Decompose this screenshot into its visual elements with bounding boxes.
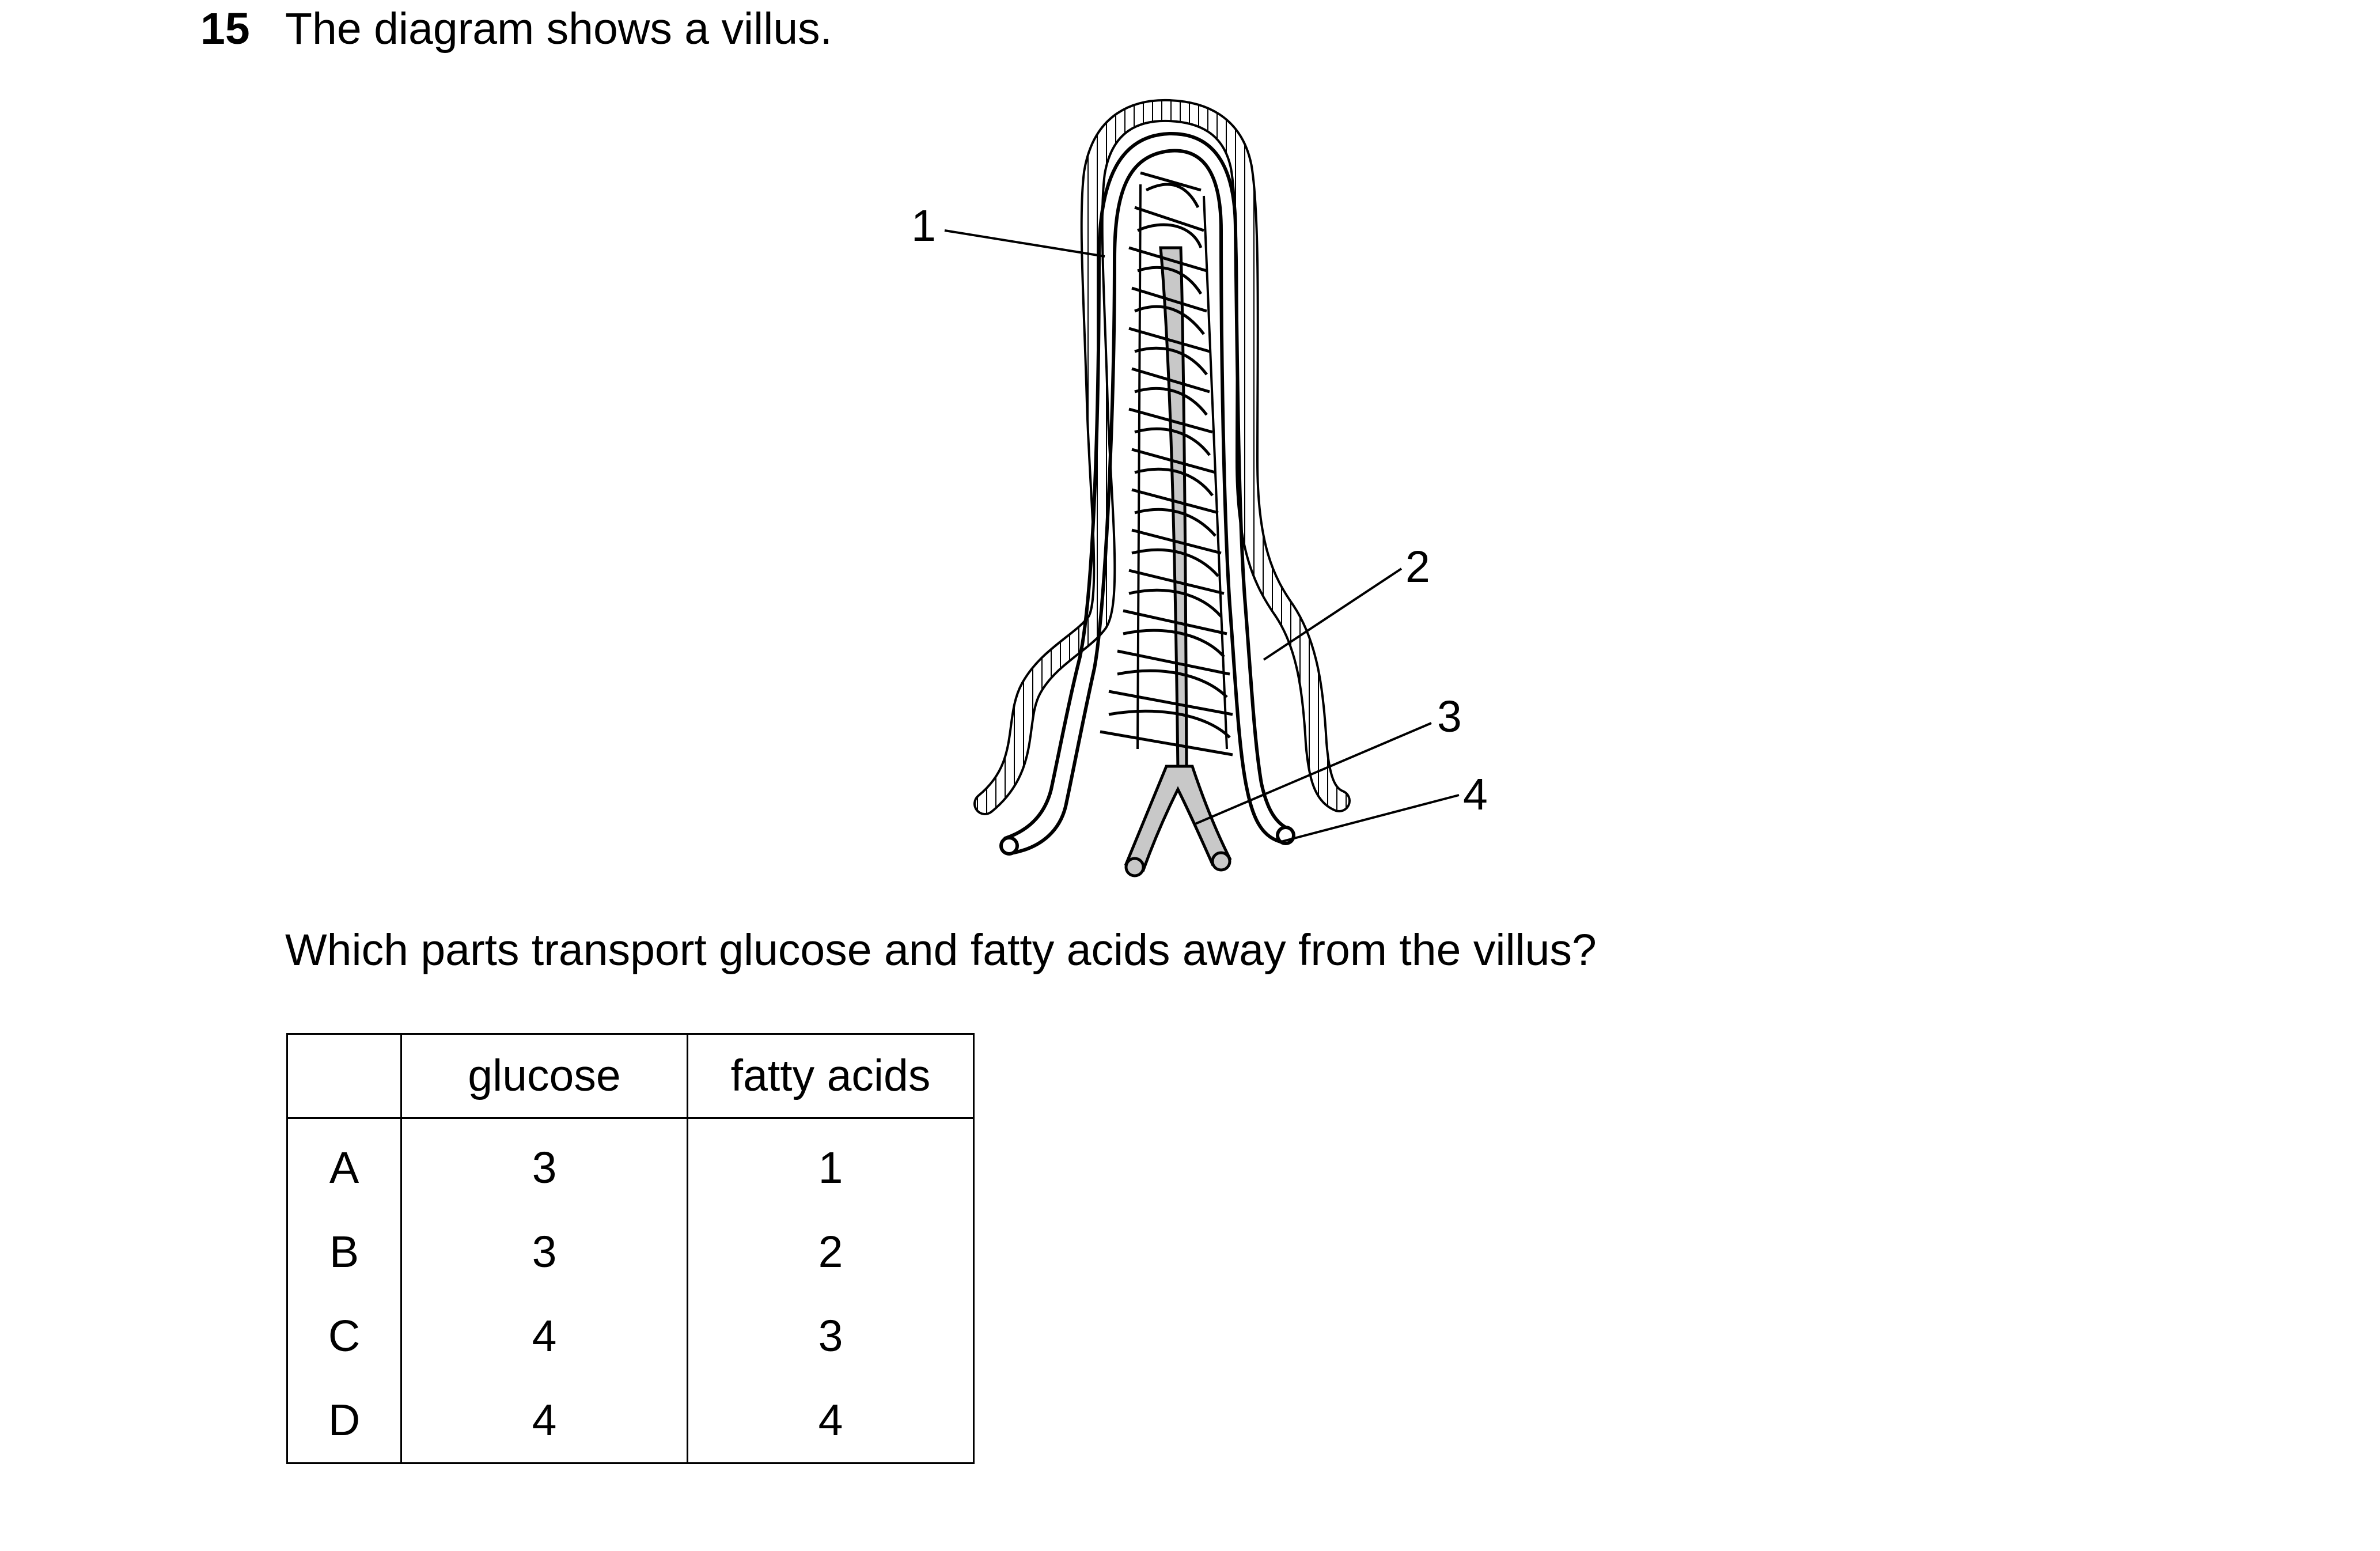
villus-diagram: 1 2 3 4 xyxy=(911,99,1488,877)
glucose-cell: 3 xyxy=(400,1118,688,1210)
glucose-cell: 3 xyxy=(400,1210,688,1294)
glucose-cell: 4 xyxy=(400,1378,688,1464)
option-letter: D xyxy=(286,1378,402,1464)
option-letter: C xyxy=(286,1294,402,1378)
header-glucose: glucose xyxy=(400,1033,688,1119)
table-header-row: glucose fatty acids xyxy=(286,1033,975,1119)
label-leaders xyxy=(944,229,1460,843)
header-option xyxy=(286,1033,402,1119)
answer-options-table: glucose fatty acids A 3 1 B 3 2 C 4 3 D … xyxy=(286,1033,975,1464)
label-2: 2 xyxy=(1405,542,1430,592)
fatty-acids-cell: 3 xyxy=(687,1294,975,1378)
fatty-acids-cell: 4 xyxy=(687,1378,975,1464)
label-1: 1 xyxy=(911,201,936,251)
option-letter: B xyxy=(286,1210,402,1294)
table-row[interactable]: B 3 2 xyxy=(286,1210,975,1294)
table-row[interactable]: D 4 4 xyxy=(286,1378,975,1464)
fatty-acids-cell: 1 xyxy=(687,1118,975,1210)
question-number: 15 xyxy=(200,4,250,54)
lacteal-outline xyxy=(999,131,1295,856)
question-prompt: Which parts transport glucose and fatty … xyxy=(285,925,1597,975)
capillary-network xyxy=(1100,171,1233,756)
table-row[interactable]: A 3 1 xyxy=(286,1118,975,1210)
header-fatty-acids: fatty acids xyxy=(687,1033,975,1119)
label-3: 3 xyxy=(1437,692,1462,742)
fatty-acids-cell: 2 xyxy=(687,1210,975,1294)
glucose-cell: 4 xyxy=(400,1294,688,1378)
question-stem: The diagram shows a villus. xyxy=(285,4,833,54)
label-4: 4 xyxy=(1463,770,1488,819)
table-row[interactable]: C 4 3 xyxy=(286,1294,975,1378)
option-letter: A xyxy=(286,1118,402,1210)
villus-epithelium xyxy=(973,99,1351,815)
